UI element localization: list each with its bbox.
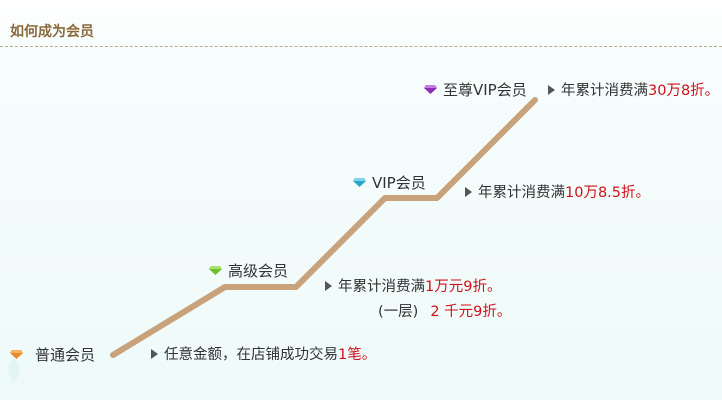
watermark-icon [8, 358, 20, 384]
extra-text: (一层) [378, 304, 419, 320]
benefit-text: 任意金额，在店铺成功交易 [164, 347, 338, 363]
benefit-text: 年累计消费满 [561, 83, 648, 99]
orange-gem-icon [10, 350, 23, 359]
triangle-right-icon [548, 84, 555, 95]
benefit-highlight: 10万8.5折。 [565, 185, 651, 201]
triangle-right-icon [465, 186, 472, 197]
tier-name: 普通会员 [35, 346, 96, 364]
benefit-text: 年累计消费满 [338, 279, 425, 295]
benefit-highlight: 30万8折。 [648, 83, 720, 99]
benefit-highlight: 1万元9折。 [425, 279, 502, 295]
header-divider [0, 46, 722, 47]
tier-regular: 普通会员 [10, 344, 95, 365]
tier-name: 高级会员 [228, 262, 289, 280]
benefit-text: 年累计消费满 [478, 185, 565, 201]
triangle-right-icon [151, 348, 158, 359]
tier-advanced-extra: (一层) 2 千元9折。 [378, 300, 511, 321]
tier-supreme-vip: 至尊VIP会员 [424, 79, 527, 100]
benefit-highlight: 1笔。 [338, 347, 377, 363]
tier-advanced: 高级会员 [209, 260, 288, 281]
tier-name: 至尊VIP会员 [443, 81, 527, 99]
tier-vip: VIP会员 [353, 172, 426, 193]
tier-name: VIP会员 [372, 174, 426, 192]
section-header: 如何成为会员 [0, 0, 722, 47]
triangle-right-icon [325, 280, 332, 291]
green-gem-icon [209, 266, 222, 275]
section-title: 如何成为会员 [10, 24, 94, 40]
tier-progress-line [110, 97, 538, 358]
purple-gem-icon [424, 85, 437, 94]
extra-highlight: 2 千元9折。 [430, 304, 512, 320]
cyan-gem-icon [353, 178, 366, 187]
